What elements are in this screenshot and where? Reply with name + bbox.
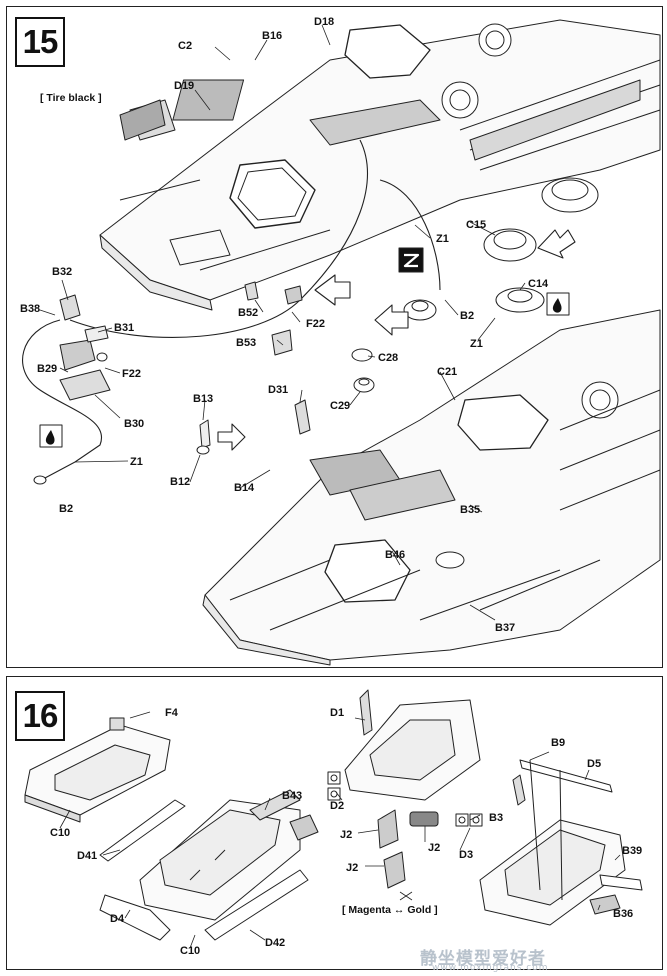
- part-label-d1: D1: [330, 707, 345, 719]
- part-label-d3: D3: [459, 849, 474, 861]
- part-label-d41: D41: [77, 850, 98, 862]
- step-number-16: 16: [15, 691, 65, 741]
- part-label-b31: B31: [114, 322, 135, 334]
- part-label-b14: B14: [234, 482, 255, 494]
- part-label-z1-left: Z1: [130, 456, 143, 468]
- part-label-b36: B36: [613, 908, 634, 920]
- part-label-d19: D19: [174, 80, 195, 92]
- part-label-b30: B30: [124, 418, 145, 430]
- part-label-b13: B13: [193, 393, 214, 405]
- watermark-text: 静坐模型爱好者: [420, 949, 546, 969]
- part-label-f4: F4: [165, 707, 178, 719]
- part-label-b16: B16: [262, 30, 283, 42]
- part-label-c10-top: C10: [50, 827, 71, 839]
- part-label-d4: D4: [110, 913, 125, 925]
- part-label-f22-left: F22: [122, 368, 141, 380]
- note-magenta-gold: [ Magenta ↔ Gold ]: [342, 904, 438, 916]
- upper-hull-drawing: [99, 19, 661, 311]
- note-tire-black: [ Tire black ]: [40, 92, 102, 104]
- lower-hull-drawing: [202, 309, 661, 666]
- part-label-b2-right: B2: [460, 310, 475, 322]
- part-label-b39: B39: [622, 845, 643, 857]
- part-label-b9: B9: [551, 737, 566, 749]
- part-label-b12: B12: [170, 476, 191, 488]
- part-label-c10-bottom: C10: [180, 945, 201, 957]
- part-label-d5: D5: [587, 758, 602, 770]
- part-label-f22-mid: F22: [306, 318, 325, 330]
- part-label-b3: B3: [489, 812, 504, 824]
- part-label-c15: C15: [466, 219, 487, 231]
- part-label-b29: B29: [37, 363, 58, 375]
- part-label-j2-left: J2: [340, 829, 353, 841]
- part-label-z1-right: Z1: [470, 338, 483, 350]
- part-label-b52: B52: [238, 307, 259, 319]
- part-label-b37: B37: [495, 622, 516, 634]
- part-label-c28: C28: [378, 352, 399, 364]
- part-label-c29: C29: [330, 400, 351, 412]
- part-label-b53: B53: [236, 337, 257, 349]
- part-label-b46: B46: [385, 549, 406, 561]
- step16-drawings: [24, 689, 643, 941]
- part-label-c14: C14: [528, 278, 549, 290]
- part-label-c2: C2: [178, 40, 193, 52]
- part-label-b43: B43: [282, 790, 303, 802]
- part-label-d18: D18: [314, 16, 335, 28]
- part-label-d2: D2: [330, 800, 345, 812]
- part-label-c21: C21: [437, 366, 458, 378]
- part-label-b32: B32: [52, 266, 73, 278]
- watermark-url: www.moxingfans.com: [432, 963, 549, 973]
- step-number-15: 15: [15, 17, 65, 67]
- part-label-d42: D42: [265, 937, 286, 949]
- part-label-b2-left: B2: [59, 503, 74, 515]
- part-label-z1-top: Z1: [436, 233, 449, 245]
- part-label-b38: B38: [20, 303, 41, 315]
- part-label-b35: B35: [460, 504, 481, 516]
- part-label-j2-right: J2: [428, 842, 441, 854]
- part-label-d31: D31: [268, 384, 289, 396]
- part-label-j2-bottom: J2: [346, 862, 359, 874]
